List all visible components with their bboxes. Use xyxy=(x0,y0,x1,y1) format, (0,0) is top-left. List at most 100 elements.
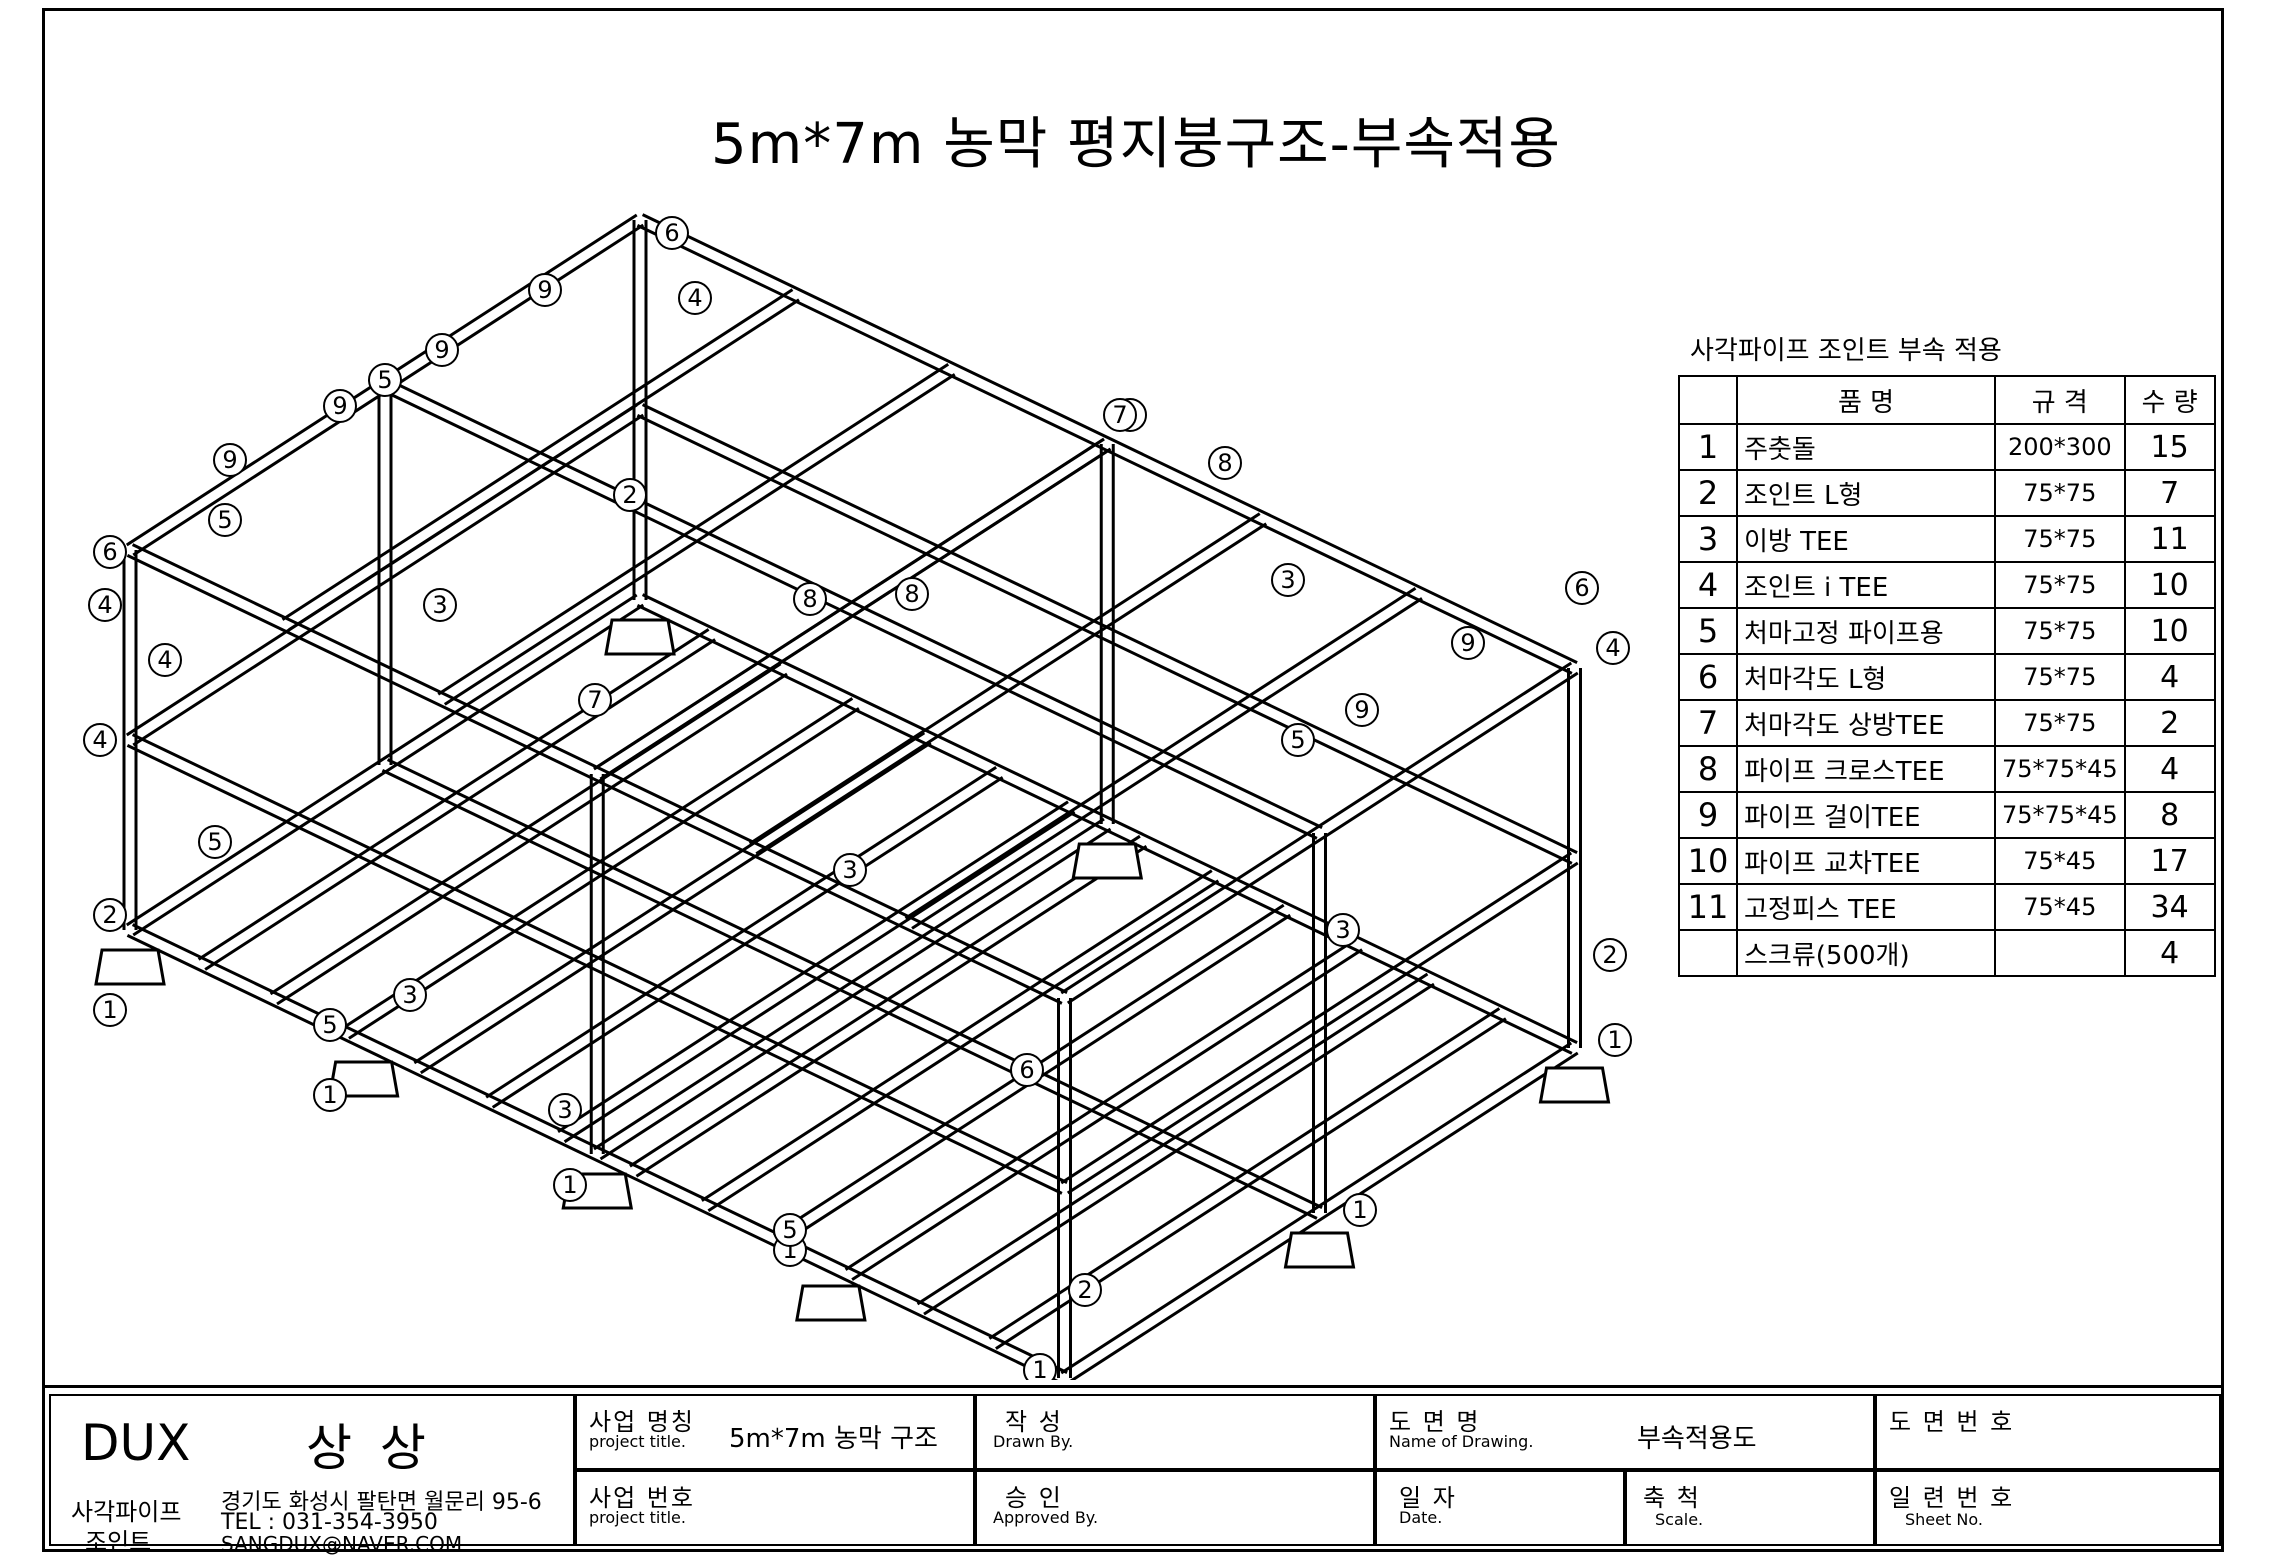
part-callout: 2 xyxy=(613,478,647,512)
callout-number: 4 xyxy=(92,726,107,754)
floor-joist xyxy=(413,731,926,1065)
drawing-name-label: 도 면 명 xyxy=(1389,1408,1481,1436)
footing-stone xyxy=(1538,1066,1611,1104)
part-callout: 1 xyxy=(553,1168,587,1202)
part-spec: 75*75*45 xyxy=(1994,745,2126,793)
part-callout: 6 xyxy=(655,216,689,250)
beam-pipe xyxy=(636,604,1573,1055)
beam-pipe xyxy=(593,817,1105,1151)
part-callout: 9 xyxy=(425,333,459,367)
callout-number: 2 xyxy=(102,901,117,929)
floor-joist xyxy=(419,741,932,1075)
beam-pipe xyxy=(1066,671,1579,1005)
project-name-cell: 사업 명칭 project title. 5m*7m 농막 구조 xyxy=(575,1394,975,1470)
drawing-title: 5m*7m 농막 평지붕구조-부속적용 xyxy=(711,112,1561,177)
callout-number: 8 xyxy=(904,580,919,608)
part-no: 11 xyxy=(1678,883,1738,931)
part-callout: 3 xyxy=(1326,913,1360,947)
company-name: 상 상 xyxy=(306,1419,432,1477)
floor-joist xyxy=(557,800,1069,1133)
part-callout: 4 xyxy=(88,588,122,622)
beam-pipe xyxy=(641,213,1578,664)
sheet-no-label-en: Sheet No. xyxy=(1905,1510,1983,1529)
beam-pipe xyxy=(126,744,1063,1195)
callout-number: 5 xyxy=(1290,726,1305,754)
part-no: 3 xyxy=(1678,515,1738,563)
part-callout: 9 xyxy=(528,273,562,307)
callout-number: 9 xyxy=(222,446,237,474)
roof-purlin xyxy=(593,437,1105,771)
callout-number: 5 xyxy=(782,1216,797,1244)
callout-number: 3 xyxy=(402,981,417,1009)
footing-stone xyxy=(604,618,676,656)
isometric-frame-drawing: 1111111222223333334444455555566667788899… xyxy=(83,213,1632,1380)
part-name: 처마각도 상방TEE xyxy=(1736,699,1996,747)
part-callouts: 1111111222223333334444455555566667788899… xyxy=(83,216,1632,1380)
callout-number: 9 xyxy=(1354,696,1369,724)
part-callout: 5 xyxy=(773,1213,807,1247)
scale-label: 축 척 xyxy=(1643,1484,1701,1512)
floor-joist xyxy=(341,697,854,1030)
part-name: 파이프 걸이TEE xyxy=(1736,791,1996,839)
part-no: 5 xyxy=(1678,607,1738,655)
part-qty: 34 xyxy=(2123,883,2216,931)
part-name: 주춧돌 xyxy=(1736,423,1996,471)
callout-number: 1 xyxy=(1352,1196,1367,1224)
part-callout: 4 xyxy=(678,281,712,315)
part-callout: 4 xyxy=(1596,631,1630,665)
roof-purlin xyxy=(904,587,1417,920)
beam-pipe xyxy=(641,403,1578,854)
callout-number: 4 xyxy=(157,646,172,674)
footing-stone xyxy=(94,948,166,986)
part-callout: 7 xyxy=(578,683,612,717)
part-callout: 9 xyxy=(1451,626,1485,660)
part-name: 조인트 L형 xyxy=(1736,469,1996,517)
callout-number: 4 xyxy=(687,284,702,312)
part-callout: 5 xyxy=(368,363,402,397)
beam-pipe xyxy=(636,414,1573,865)
part-spec: 75*75*45 xyxy=(1994,791,2126,839)
project-no-cell: 사업 번호 project title. xyxy=(575,1470,975,1546)
floor-joist xyxy=(563,810,1076,1144)
part-callout: 2 xyxy=(1068,1273,1102,1307)
parts-table-row: 스크류(500개)4 xyxy=(1678,929,2216,977)
callout-number: 3 xyxy=(842,856,857,884)
part-qty: 11 xyxy=(2123,515,2216,563)
project-name-label-en: project title. xyxy=(589,1432,686,1451)
project-no-label: 사업 번호 xyxy=(589,1484,695,1512)
part-name: 파이프 교차TEE xyxy=(1736,837,1996,885)
company-tel: TEL : 031-354-3950 xyxy=(221,1510,438,1535)
part-spec: 75*75 xyxy=(1994,653,2126,701)
part-callout: 5 xyxy=(1281,723,1315,757)
callout-number: 7 xyxy=(587,686,602,714)
drawn-by-label-en: Drawn By. xyxy=(993,1432,1074,1451)
approved-by-label-en: Approved By. xyxy=(993,1508,1099,1527)
floor-joist xyxy=(269,662,782,996)
part-callout: 6 xyxy=(1565,571,1599,605)
project-name-label: 사업 명칭 xyxy=(589,1408,695,1436)
part-name: 조인트 i TEE xyxy=(1736,561,1996,609)
roof-purlin xyxy=(911,597,1423,930)
callout-number: 8 xyxy=(1217,449,1232,477)
floor-beam xyxy=(381,769,1318,1220)
part-no: 7 xyxy=(1678,699,1738,747)
part-qty: 4 xyxy=(2123,653,2216,701)
sheet-no-label: 일 련 번 호 xyxy=(1889,1484,2015,1512)
part-callout: 8 xyxy=(895,577,929,611)
project-name-value: 5m*7m 농막 구조 xyxy=(729,1424,938,1454)
project-no-label-en: project title. xyxy=(589,1508,686,1527)
drawing-no-cell: 도 면 번 호 xyxy=(1875,1394,2221,1470)
beam-pipe xyxy=(636,224,1573,675)
callout-number: 3 xyxy=(557,1096,572,1124)
part-qty: 8 xyxy=(2123,791,2216,839)
drawing-name-cell: 도 면 명 Name of Drawing. 부속적용도 xyxy=(1375,1394,1875,1470)
part-qty: 7 xyxy=(2123,469,2216,517)
part-spec: 75*45 xyxy=(1994,837,2126,885)
